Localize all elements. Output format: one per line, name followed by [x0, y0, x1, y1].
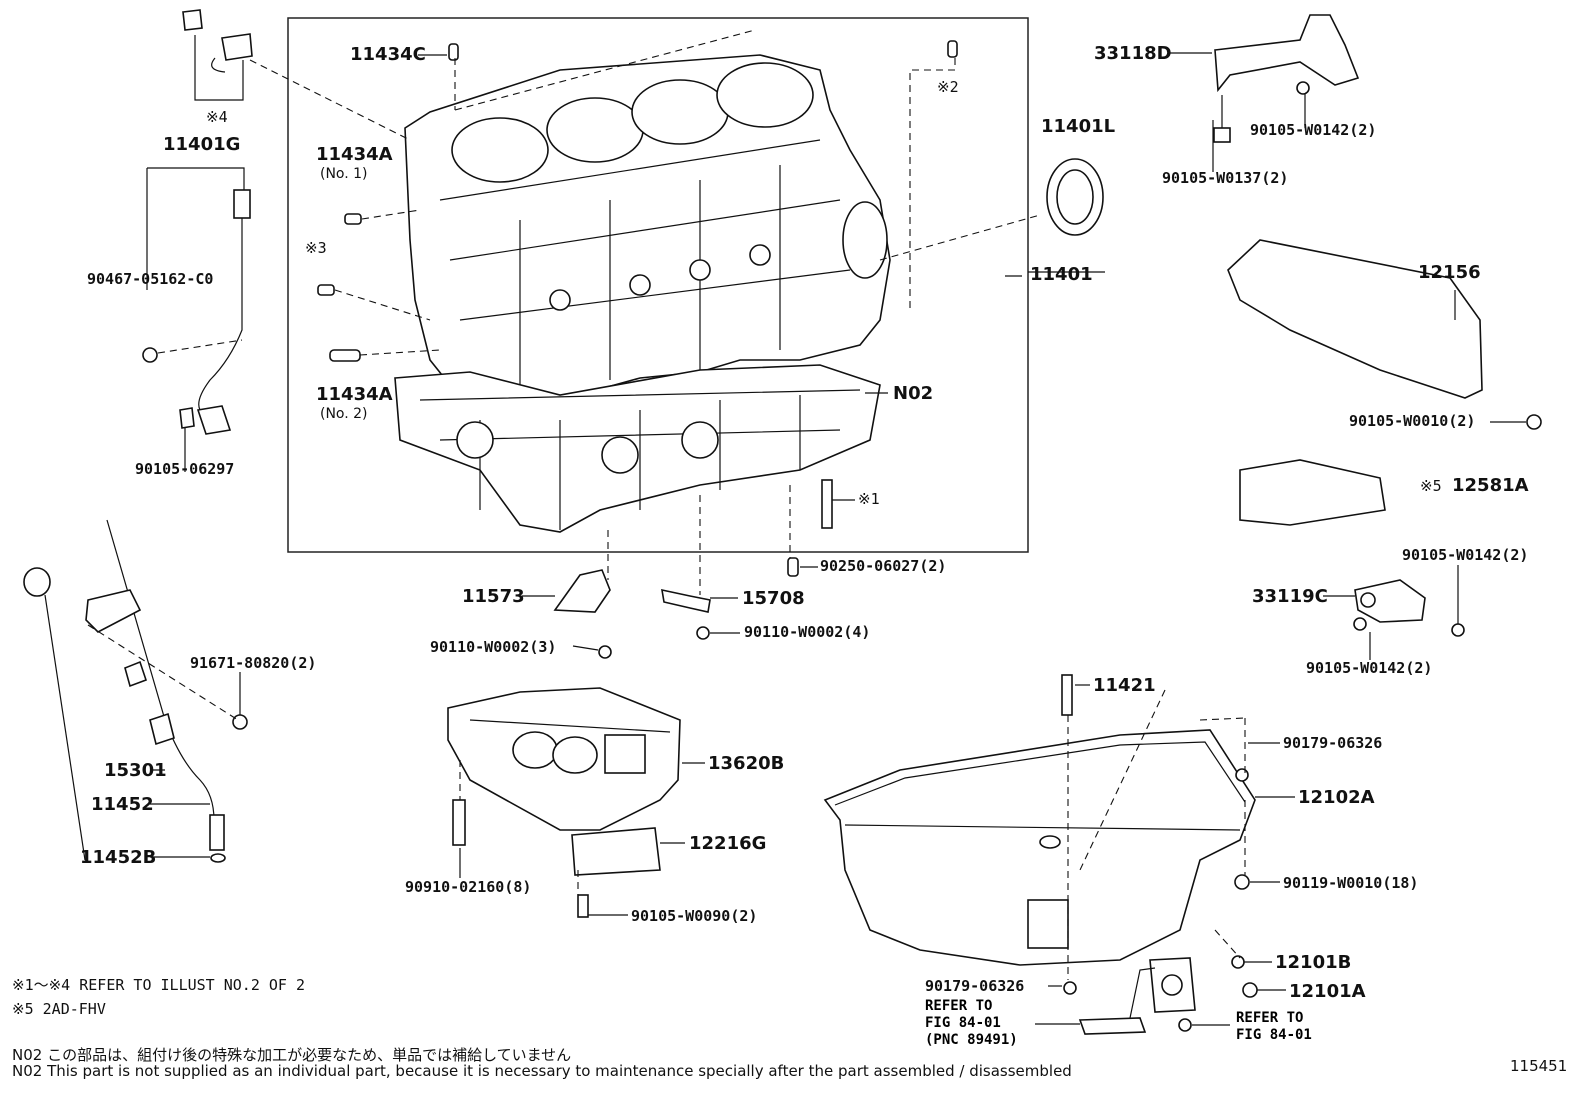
- label-no2: (No. 2): [320, 406, 368, 422]
- pin-11434C: [448, 43, 459, 61]
- label-11434A-no1: 11434A: [316, 144, 393, 165]
- label-12156: 12156: [1418, 262, 1481, 283]
- label-90105-W0142-c: 90105-W0142(2): [1306, 659, 1433, 677]
- label-90105-W0010: 90105-W0010(2): [1349, 412, 1476, 430]
- oil-seal-drawing: [1046, 158, 1104, 236]
- oil-pump-drawing: [447, 687, 681, 831]
- label-12216G: 12216G: [689, 833, 767, 854]
- label-no1: (No. 1): [320, 166, 368, 182]
- label-90179-06326-b: 90179-06326: [925, 977, 1025, 995]
- label-13620B: 13620B: [708, 753, 785, 774]
- pin-11434A-1: [344, 213, 362, 225]
- label-12101A: 12101A: [1289, 981, 1366, 1002]
- footnote-refer-illust: ※1～※4 REFER TO ILLUST NO.2 OF 2: [12, 976, 305, 994]
- label-mark-1: ※1: [858, 490, 880, 508]
- label-12102A: 12102A: [1298, 787, 1375, 808]
- label-11573: 11573: [462, 586, 525, 607]
- bolt-90105-W0010: [1526, 414, 1542, 430]
- label-90105-W0137: 90105-W0137(2): [1162, 169, 1289, 187]
- label-mark-3: ※3: [305, 239, 327, 257]
- dipstick-drawing: [23, 519, 226, 863]
- label-refer-fig-84-01-pnc: REFER TO FIG 84-01 (PNC 89491): [925, 998, 1018, 1048]
- cylinder-block-group-frame: [287, 17, 1029, 553]
- footnote-2ad-fhv: ※5 2AD-FHV: [12, 1000, 106, 1018]
- label-90910-02160: 90910-02160(8): [405, 878, 532, 896]
- part-11573: [553, 569, 611, 613]
- label-12581A: 12581A: [1452, 475, 1529, 496]
- cylinder-block-drawing: [404, 54, 891, 411]
- label-mark-4: ※4: [206, 108, 228, 126]
- label-12101B: 12101B: [1275, 952, 1352, 973]
- bracket-33119C-drawing: [1353, 579, 1465, 637]
- pin-11434A-2: [329, 349, 361, 362]
- label-15708: 15708: [742, 588, 805, 609]
- label-11434C: 11434C: [350, 44, 426, 65]
- bracket-33118D-drawing: [1213, 14, 1360, 143]
- footnote-n02-english: N02 This part is not supplied as an indi…: [12, 1062, 1072, 1080]
- cover-12156: [1227, 239, 1483, 399]
- illustration-number: 115451: [1510, 1057, 1568, 1075]
- label-N02: N02: [893, 383, 934, 404]
- label-11434A-no2: 11434A: [316, 384, 393, 405]
- label-90119-W0010: 90119-W0010(18): [1283, 874, 1419, 892]
- label-11452: 11452: [91, 794, 154, 815]
- label-11452B: 11452B: [80, 847, 157, 868]
- label-90110-W0002-3: 90110-W0002(3): [430, 638, 557, 656]
- label-90105-W0142-b: 90105-W0142(2): [1402, 546, 1529, 564]
- label-90105-W0090: 90105-W0090(2): [631, 907, 758, 925]
- label-refer-fig-84-01: REFER TO FIG 84-01: [1236, 1010, 1312, 1043]
- label-90105-W0142-a: 90105-W0142(2): [1250, 121, 1377, 139]
- oil-pan-drawing: [823, 729, 1256, 966]
- pin-2: [947, 40, 958, 58]
- label-mark-2: ※2: [937, 78, 959, 96]
- sensor-top-drawing: [182, 9, 253, 101]
- lower-crankcase-drawing: [394, 364, 881, 533]
- leader-lines: [150, 52, 1526, 1026]
- pin-3: [317, 284, 335, 296]
- part-15708: [661, 588, 711, 613]
- label-90467-05162-C0: 90467-05162-C0: [87, 270, 214, 288]
- label-90105-06297: 90105-06297: [135, 460, 235, 478]
- label-mark-5: ※5: [1420, 477, 1442, 495]
- label-90110-W0002-4: 90110-W0002(4): [744, 623, 871, 641]
- label-11401G: 11401G: [163, 134, 241, 155]
- dashed-lines: [87, 29, 1246, 980]
- label-15301: 15301: [104, 760, 167, 781]
- label-33119C: 33119C: [1252, 586, 1328, 607]
- baffle-12216G: [571, 827, 661, 876]
- drain-plug-drawing: [1078, 955, 1258, 1035]
- sensor-harness-drawing: [142, 167, 251, 435]
- label-90179-06326-a: 90179-06326: [1283, 734, 1383, 752]
- cover-12581A: [1239, 459, 1386, 526]
- label-33118D: 33118D: [1094, 43, 1172, 64]
- label-11401L: 11401L: [1041, 116, 1116, 137]
- label-91671-80820: 91671-80820(2): [190, 654, 317, 672]
- footnote-n02-japanese: N02 この部品は、組付け後の特殊な加工が必要なため、単品では補給していません: [12, 1046, 572, 1064]
- pin-90250: [787, 557, 799, 577]
- label-11401: 11401: [1030, 264, 1093, 285]
- label-90250-06027: 90250-06027(2): [820, 557, 947, 575]
- label-11421: 11421: [1093, 675, 1156, 696]
